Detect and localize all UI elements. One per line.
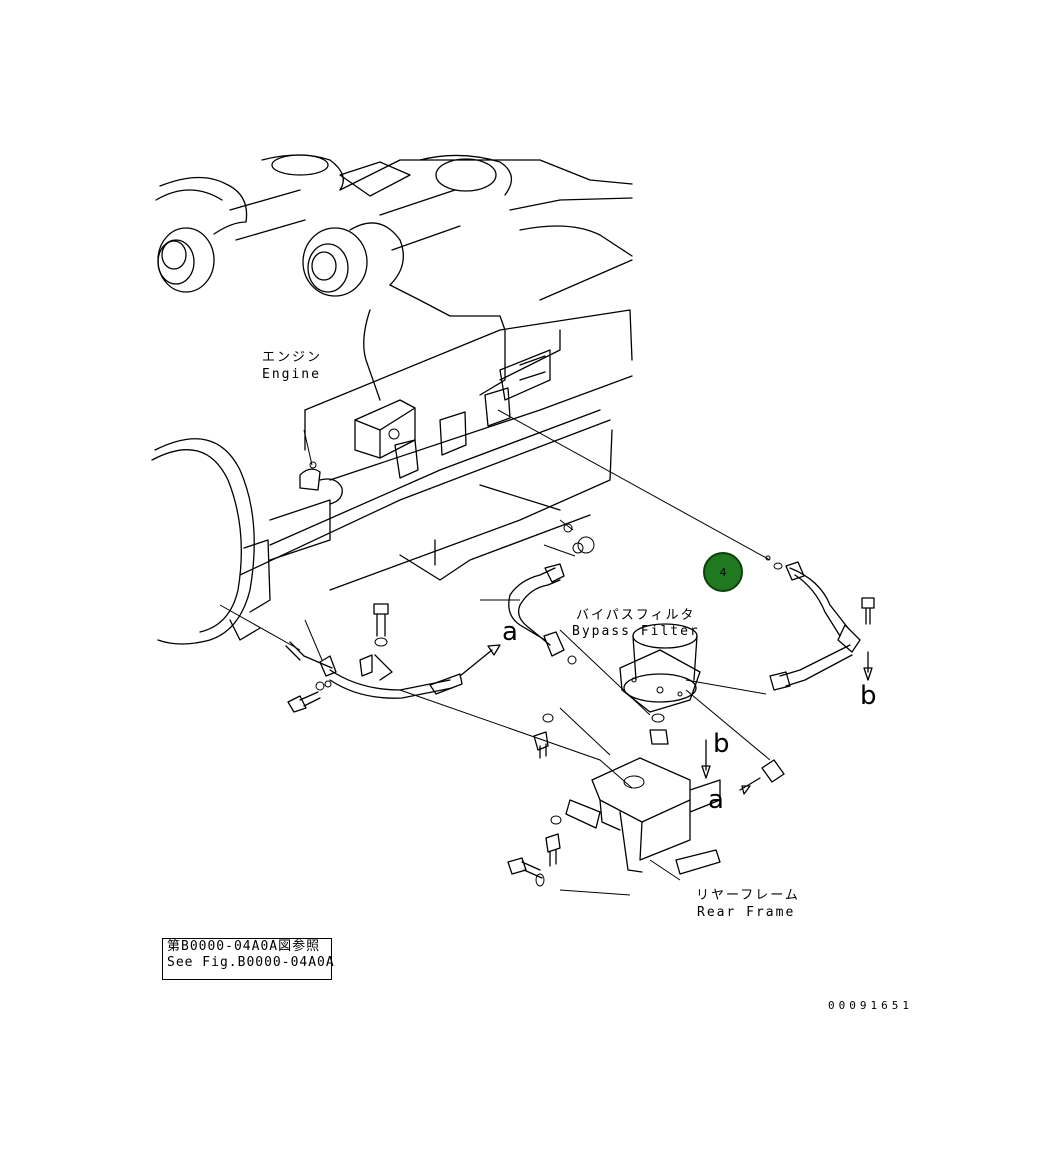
connection-ref-a-upper: a xyxy=(502,617,518,647)
figure-reference-box[interactable]: 第B0000-04A0A図参照 See Fig.B0000-04A0A xyxy=(162,938,335,980)
connection-ref-a-lower: a xyxy=(708,785,724,815)
engine-block xyxy=(155,154,633,591)
connection-ref-b-lower: b xyxy=(713,729,730,759)
engine-label-en: Engine xyxy=(262,367,321,382)
figure-reference-en: See Fig.B0000-04A0A xyxy=(167,955,335,970)
engine-label-jp: エンジン xyxy=(262,350,323,365)
part-callout-4[interactable]: 4 xyxy=(703,552,743,592)
hose-right xyxy=(739,555,875,795)
rear-frame-label-jp: リヤーフレーム xyxy=(696,888,800,903)
hose-upper xyxy=(508,523,595,657)
hose-lower xyxy=(285,603,501,713)
bypass-filter-label-jp: バイパスフィルタ xyxy=(576,608,696,623)
bypass-filter-label-en: Bypass Filter xyxy=(572,624,700,639)
flywheel-housing xyxy=(151,438,343,645)
rear-frame-label-en: Rear Frame xyxy=(697,905,796,920)
mounting-bracket xyxy=(507,713,721,887)
bypass-filter xyxy=(567,623,701,745)
figure-reference-jp: 第B0000-04A0A図参照 xyxy=(167,939,321,954)
drawing-number: 00091651 xyxy=(828,999,913,1012)
connection-ref-b-right: b xyxy=(860,681,877,711)
